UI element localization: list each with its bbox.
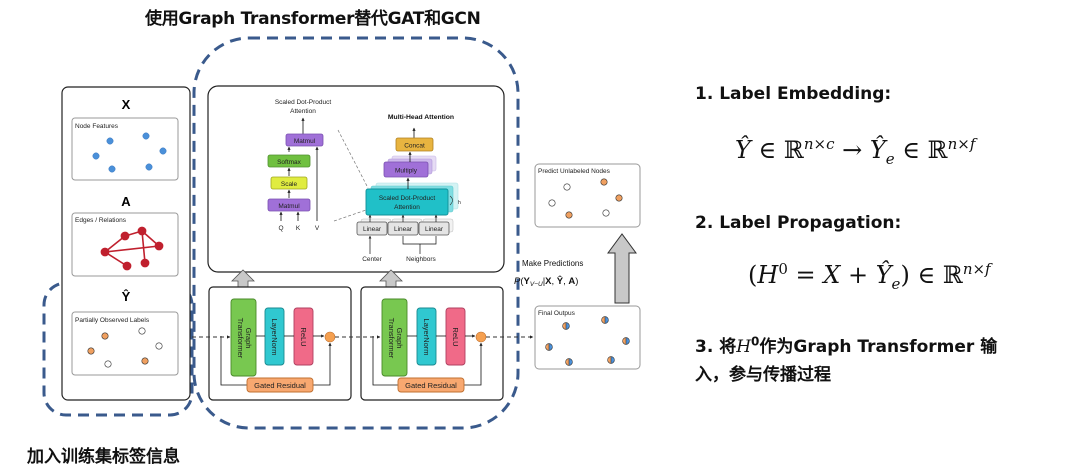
mha-linear-2-label: Linear <box>394 226 413 233</box>
graph-transformer-2-label-line1: Graph <box>395 328 404 349</box>
sdpa-scale <box>270 176 308 190</box>
step3-line1: 3. 将H0作为Graph Transformer 输 <box>695 332 997 357</box>
graph-transformer-region <box>192 36 520 430</box>
final-output-points <box>545 316 630 366</box>
mha-head-count: h <box>458 200 461 206</box>
residual-sum-node <box>475 331 487 343</box>
step3-h-symbol: H <box>736 337 752 357</box>
sdpa-matmul-bottom <box>267 198 311 212</box>
mha-linear-3-label: Linear <box>425 226 444 233</box>
layernorm-1-label: LayerNorm <box>270 318 279 355</box>
sdpa-matmul-top-label: Matmul <box>294 138 316 145</box>
make-predictions-label: Make Predictions <box>522 259 583 268</box>
slide-title: 使用Graph Transformer替代GAT和GCN <box>145 9 481 29</box>
relu-2-label: ReLU <box>451 327 460 346</box>
x-symbol: X <box>122 97 131 112</box>
residual-sum-node <box>324 331 336 343</box>
partial-labels-panel <box>71 311 179 376</box>
layernorm-block <box>264 307 285 366</box>
sdpa-input-v: V <box>315 225 320 232</box>
architecture-diagram: X Node Features A Edges / Relations Ŷ Pa… <box>42 36 641 430</box>
step3-prefix: 3. 将 <box>695 337 737 357</box>
sdpa-input-k: K <box>296 225 301 232</box>
mha-linear-1-label: Linear <box>363 226 382 233</box>
gated-residual-2-label: Gated Residual <box>405 381 457 390</box>
sdpa-scale-label: Scale <box>281 181 298 188</box>
mha-multiply-label: Multiply <box>395 168 418 175</box>
layer-block-1 <box>208 286 352 401</box>
final-outputs-panel <box>534 305 641 370</box>
predicted-node-points <box>548 178 623 219</box>
step1-formula: Ŷ ∈ ℝn×c → Ŷe ∈ ℝn×f <box>735 135 976 168</box>
predict-unlabeled-label: Predict Unlabeled Nodes <box>538 168 611 175</box>
sdpa-title-line1: Scaled Dot-Product <box>275 99 332 106</box>
sdpa-matmul-top <box>285 133 324 147</box>
final-output-node <box>545 343 553 351</box>
partial-label-points <box>87 327 163 368</box>
step3-rest: 作为Graph Transformer 输 <box>759 337 998 357</box>
step3-h-superscript: 0 <box>751 334 760 349</box>
graph-transformer-1-label-line2: Transformer <box>236 318 245 359</box>
relu-block <box>293 307 314 366</box>
mha-sdpa-label-line1: Scaled Dot-Product <box>379 195 436 202</box>
layernorm-2-label: LayerNorm <box>422 318 431 355</box>
y-hat-symbol: Ŷ <box>122 289 131 304</box>
edge-graph <box>100 226 164 271</box>
mha-sdpa-label-line2: Attention <box>394 204 420 211</box>
relu-1-label: ReLU <box>299 327 308 346</box>
mha-title: Multi-Head Attention <box>388 114 454 121</box>
layernorm-block <box>416 307 437 366</box>
node-features-points <box>92 132 167 173</box>
mha-center-label: Center <box>362 256 382 263</box>
step2-title: 2. Label Propagation: <box>695 213 902 233</box>
final-output-node <box>622 337 630 345</box>
edges-panel <box>71 212 179 277</box>
graph-transformer-2-label-line2: Transformer <box>387 318 396 359</box>
node-features-label: Node Features <box>75 123 119 130</box>
gated-residual-block <box>246 377 314 393</box>
graph-transformer-block <box>381 298 408 377</box>
gated-residual-1-label: Gated Residual <box>254 381 306 390</box>
final-output-node <box>562 322 570 330</box>
attention-detail-panel <box>207 85 505 273</box>
partial-labels-label: Partially Observed Labels <box>75 317 150 324</box>
bottom-caption: 加入训练集标签信息 <box>27 447 180 467</box>
final-output-node <box>601 316 609 324</box>
node-features-panel <box>71 117 179 181</box>
layer-block-2 <box>360 286 504 401</box>
predict-unlabeled-panel <box>534 163 641 228</box>
final-output-node <box>565 358 573 366</box>
mha-neighbors-label: Neighbors <box>406 256 436 263</box>
edges-label: Edges / Relations <box>75 217 127 224</box>
gated-residual-block <box>397 377 465 393</box>
sdpa-input-q: Q <box>278 225 283 232</box>
label-info-region <box>42 281 194 417</box>
graph-transformer-block <box>230 298 257 377</box>
relu-block <box>445 307 466 366</box>
mha-sdpa <box>365 188 449 216</box>
step3-line2: 入，参与传播过程 <box>695 365 831 385</box>
step2-formula: (H0 = X + Ŷe) ∈ ℝn×f <box>748 260 991 293</box>
sdpa-softmax <box>267 154 311 168</box>
make-predictions-arrow <box>607 233 637 304</box>
mha-concat <box>395 137 434 152</box>
mha-concat-label: Concat <box>404 143 425 150</box>
a-symbol: A <box>121 194 131 209</box>
sdpa-title-line2: Attention <box>290 108 316 115</box>
prediction-formula: P(YV−U|X, Ŷ, A) <box>514 275 578 288</box>
final-outputs-label: Final Outpus <box>538 310 576 317</box>
mha-multiply <box>383 161 429 178</box>
step1-title: 1. Label Embedding: <box>695 84 892 104</box>
graph-transformer-1-label-line1: Graph <box>244 328 253 349</box>
sdpa-matmul-bottom-label: Matmul <box>278 203 300 210</box>
sdpa-softmax-label: Softmax <box>277 159 302 166</box>
final-output-node <box>607 356 615 364</box>
